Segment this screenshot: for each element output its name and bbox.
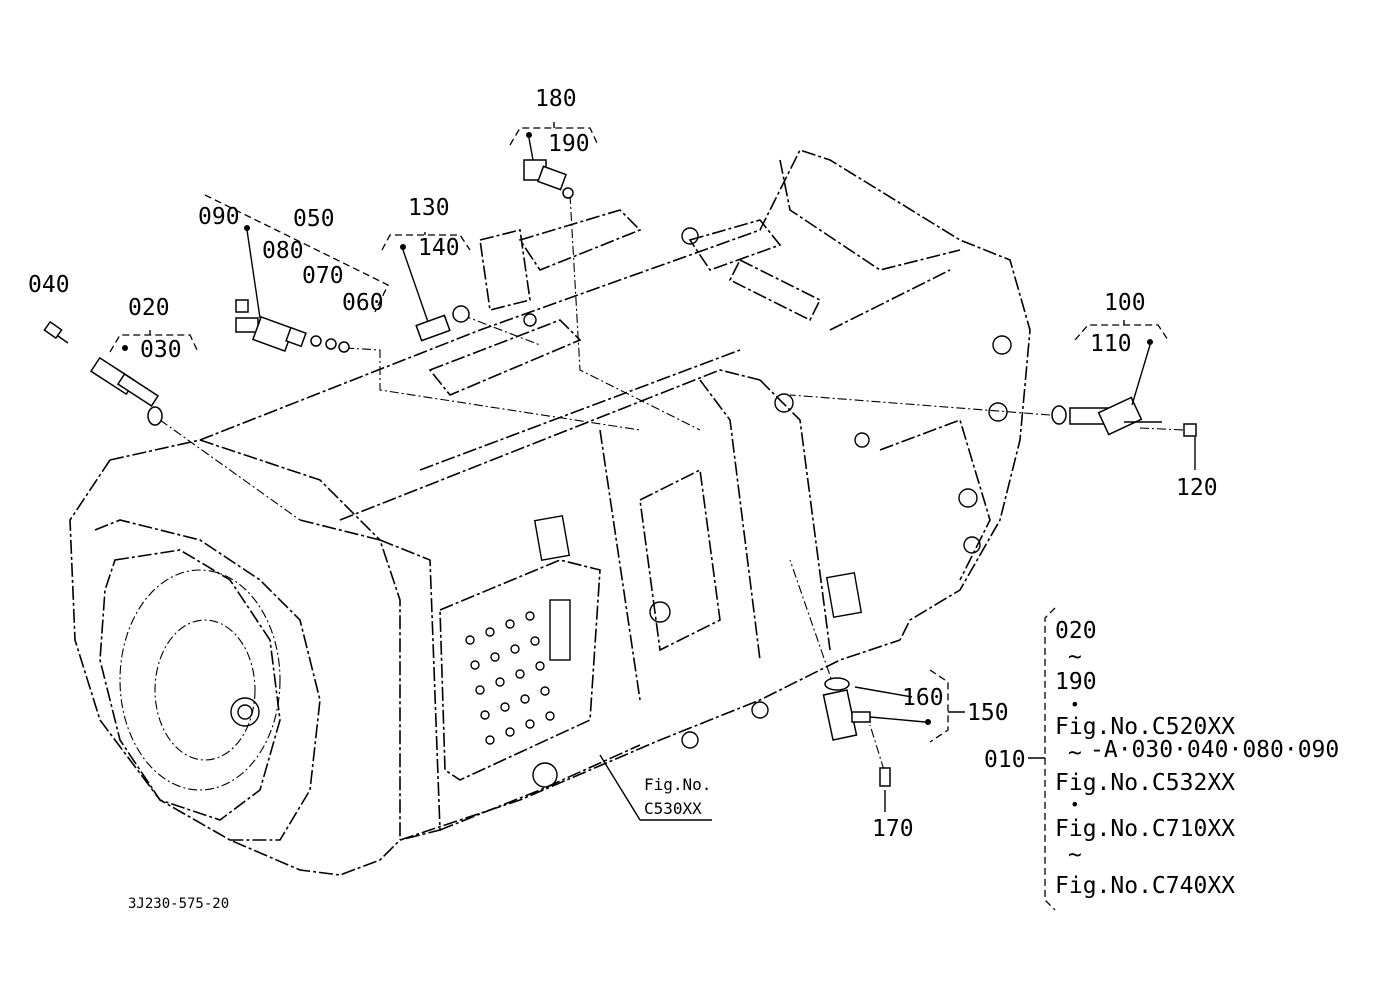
part-170-bolt [879, 767, 891, 787]
part-180-switch [523, 132, 567, 191]
label-060[interactable]: 060 [342, 290, 384, 316]
part-070-ring [325, 338, 337, 350]
legend-fig-2: Fig.No.C532XX [1055, 770, 1235, 796]
label-180[interactable]: 180 [535, 86, 577, 112]
fig-ref-line1: Fig.No. [644, 775, 711, 794]
legend-fig-3: Fig.No.C710XX [1055, 816, 1235, 842]
label-190[interactable]: 190 [548, 131, 590, 157]
part-140-o-ring [452, 305, 470, 323]
part-040-bolt [43, 320, 69, 344]
label-100[interactable]: 100 [1104, 290, 1146, 316]
legend-range-end: 190 [1055, 669, 1097, 695]
label-090[interactable]: 090 [198, 204, 240, 230]
legend-fig-1: Fig.No.C520XX [1055, 714, 1235, 740]
part-150-speed-sensor [822, 689, 931, 741]
part-120-bolt [1183, 423, 1197, 437]
part-020-sensor [89, 345, 160, 407]
part-030-o-ring [147, 406, 163, 426]
label-140[interactable]: 140 [418, 235, 460, 261]
part-060-ring [338, 341, 350, 353]
fig-ref-line2: C530XX [644, 799, 702, 818]
valve-block-holes [465, 611, 555, 745]
legend-tilde-3: ~ [1068, 842, 1082, 868]
leader-lines [159, 194, 1186, 771]
label-050[interactable]: 050 [293, 206, 335, 232]
legend-tilde-2: ~ [1068, 740, 1082, 766]
part-160-o-ring [824, 677, 850, 691]
legend-exclusions: -A·030·040·080·090 [1090, 737, 1339, 763]
group-brackets [109, 127, 1169, 911]
label-020[interactable]: 020 [128, 295, 170, 321]
part-090-connector [235, 225, 250, 313]
label-150[interactable]: 150 [967, 700, 1009, 726]
label-110[interactable]: 110 [1090, 331, 1132, 357]
label-170[interactable]: 170 [872, 816, 914, 842]
legend-dot-2: • [1070, 795, 1080, 814]
legend-tilde-1: ~ [1068, 644, 1082, 670]
label-120[interactable]: 120 [1176, 475, 1218, 501]
part-080-ring [310, 335, 322, 347]
transmission-housing [69, 149, 1031, 876]
label-070[interactable]: 070 [302, 263, 344, 289]
fig-reference: Fig.No. C530XX [644, 775, 711, 818]
label-130[interactable]: 130 [408, 195, 450, 221]
callout-leaders [149, 122, 1196, 821]
part-labels: 040 020 030 090 050 080 070 060 130 140 … [28, 86, 1218, 842]
label-040[interactable]: 040 [28, 272, 70, 298]
label-010[interactable]: 010 [984, 747, 1026, 773]
part-130-sensor [400, 244, 451, 342]
part-190-o-ring [562, 187, 574, 199]
legend-dot-1: • [1070, 695, 1080, 714]
drawing-id: 3J230-575-20 [128, 896, 229, 912]
label-160[interactable]: 160 [902, 685, 944, 711]
legend-range-start: 020 [1055, 618, 1097, 644]
applicability-legend: 020 ~ 190 • Fig.No.C520XX ~ -A·030·040·0… [1055, 618, 1339, 899]
label-080[interactable]: 080 [262, 238, 304, 264]
part-110-o-ring [1051, 405, 1067, 425]
part-050-solenoid [235, 229, 307, 353]
label-030[interactable]: 030 [140, 337, 182, 363]
part-100-sensor [1069, 339, 1153, 436]
legend-fig-4: Fig.No.C740XX [1055, 873, 1235, 899]
